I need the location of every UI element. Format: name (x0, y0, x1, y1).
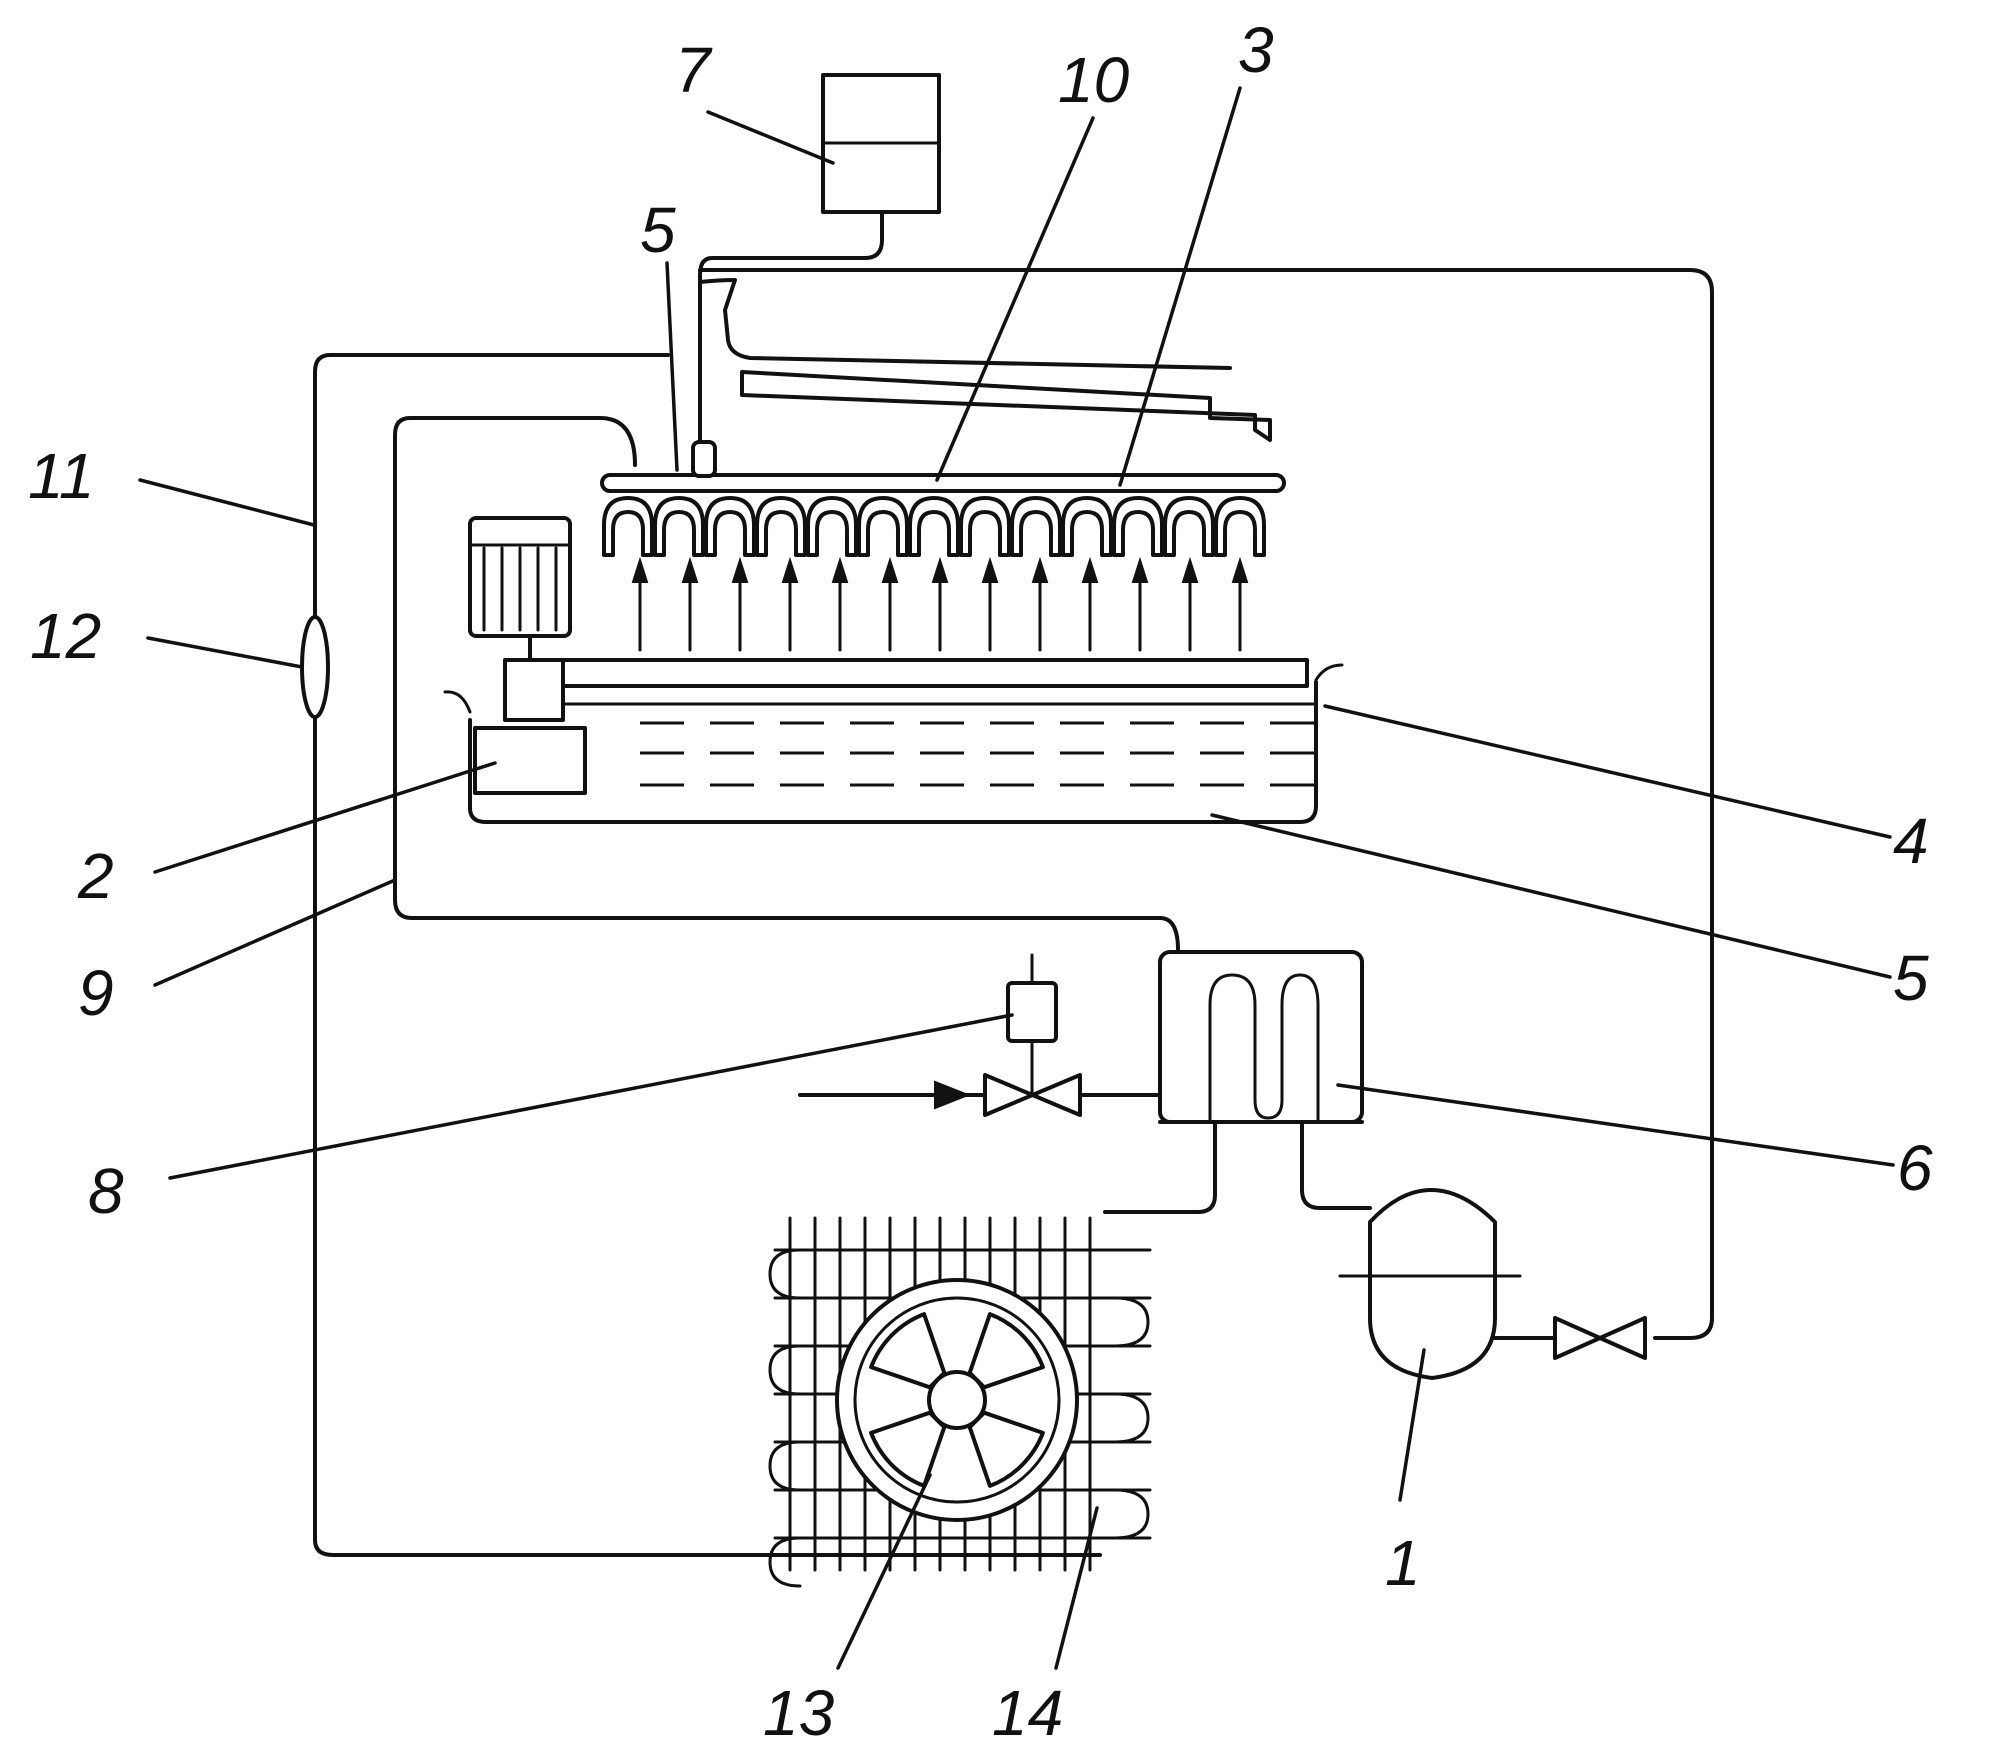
nozzle (691, 440, 717, 478)
callout-9: 9 (78, 957, 114, 1029)
solenoid-coil-8 (1006, 981, 1058, 1043)
fan-13 (869, 1312, 1045, 1488)
callout-11: 11 (28, 440, 94, 512)
fan-blade (869, 1312, 947, 1390)
spray-arrow-head (1181, 556, 1199, 583)
leader-14 (1054, 1506, 1099, 1670)
leader-10 (935, 116, 1095, 482)
leader-5-top (665, 261, 679, 472)
spray-arrow-head (1081, 556, 1099, 583)
compressor-1 (1368, 1188, 1497, 1380)
leader-13 (836, 1473, 932, 1670)
ice-cup (704, 496, 756, 557)
expansion-valve (1553, 1316, 1647, 1360)
leader-3 (1118, 86, 1242, 487)
spray-arrow-head (931, 556, 949, 583)
spray-arrow-head (981, 556, 999, 583)
tray-top-plate (560, 658, 1309, 688)
fan-blade (967, 1312, 1045, 1390)
leader-12 (146, 636, 304, 669)
valve-8 (983, 1073, 1082, 1117)
fan-blade (869, 1410, 947, 1488)
top-tube (740, 370, 1272, 442)
callout-4: 4 (1893, 805, 1929, 877)
condenser-bend-left (768, 1440, 802, 1492)
spray-arrow-head (1131, 556, 1149, 583)
spray-arrow-head (1231, 556, 1249, 583)
spray-arrow-head (631, 556, 649, 583)
ice-mould-3 (602, 496, 1266, 557)
ice-cup (653, 496, 705, 557)
pipe-main-right (698, 268, 1714, 1340)
callout-2: 2 (77, 840, 114, 912)
ice-cup (1061, 496, 1113, 557)
filter-drier-12 (300, 615, 330, 719)
ice-cup (857, 496, 909, 557)
leader-5-right (1210, 813, 1892, 979)
ice-cup (806, 496, 858, 557)
spray-arrow-head (831, 556, 849, 583)
leader-1 (1398, 1348, 1426, 1502)
leader-7 (706, 110, 835, 165)
leader-4 (1323, 704, 1892, 839)
spray-arrow-head (881, 556, 899, 583)
ice-cup (1163, 496, 1215, 557)
pipe-7 (698, 210, 884, 452)
callout-13: 13 (763, 1677, 835, 1748)
condenser-bend-left (768, 1536, 802, 1588)
heat-exchanger-6 (1158, 950, 1364, 1124)
callout-14: 14 (992, 1677, 1063, 1748)
water-inlet-arrow (934, 1080, 971, 1110)
spray-arrow-head (1031, 556, 1049, 583)
fan-hub (927, 1370, 987, 1430)
leader-8 (168, 1013, 1014, 1180)
pump-body (503, 658, 565, 722)
leader-9 (153, 878, 397, 987)
ice-cup (959, 496, 1011, 557)
pipe-9 (393, 416, 1180, 952)
callout-7: 7 (675, 34, 713, 106)
callout-10: 10 (1058, 44, 1130, 116)
callout-5-right: 5 (1893, 942, 1929, 1014)
pump-2 (473, 726, 587, 795)
ice-cup (602, 496, 654, 557)
fan-blade (967, 1410, 1045, 1488)
condenser-bend-right (1113, 1296, 1150, 1348)
pipe-11 (313, 353, 1102, 1557)
spray-arrow-head (681, 556, 699, 583)
pipe-feed-zigzag (698, 278, 1232, 370)
ice-cup (1112, 496, 1164, 557)
spray-arrow-head (781, 556, 799, 583)
ice-cup (755, 496, 807, 557)
callout-6: 6 (1897, 1132, 1933, 1204)
leader-6 (1336, 1083, 1895, 1167)
pipe-hx-receiver (1300, 1118, 1372, 1210)
spray-arrows (631, 556, 1249, 652)
callout-5-top: 5 (640, 194, 676, 266)
pipe-hx-condenser (1103, 1118, 1217, 1214)
condenser-bend-right (1113, 1392, 1150, 1444)
leader-2 (153, 761, 497, 874)
motor-fins (470, 543, 570, 664)
ice-cup (1214, 496, 1266, 557)
water-tray-4 (468, 680, 1318, 824)
callout-1: 1 (1385, 1527, 1421, 1599)
callout-12: 12 (30, 600, 101, 672)
spray-arrow-head (731, 556, 749, 583)
condenser-bend-right (1113, 1488, 1150, 1540)
condenser-bend-left (768, 1248, 802, 1300)
ice-cup (1010, 496, 1062, 557)
ice-cup (908, 496, 960, 557)
leader-11 (138, 478, 316, 527)
condenser-bend-left (768, 1344, 802, 1396)
callout-8: 8 (88, 1155, 124, 1227)
callout-3: 3 (1238, 14, 1274, 86)
spray-pipe-10 (600, 473, 1286, 493)
